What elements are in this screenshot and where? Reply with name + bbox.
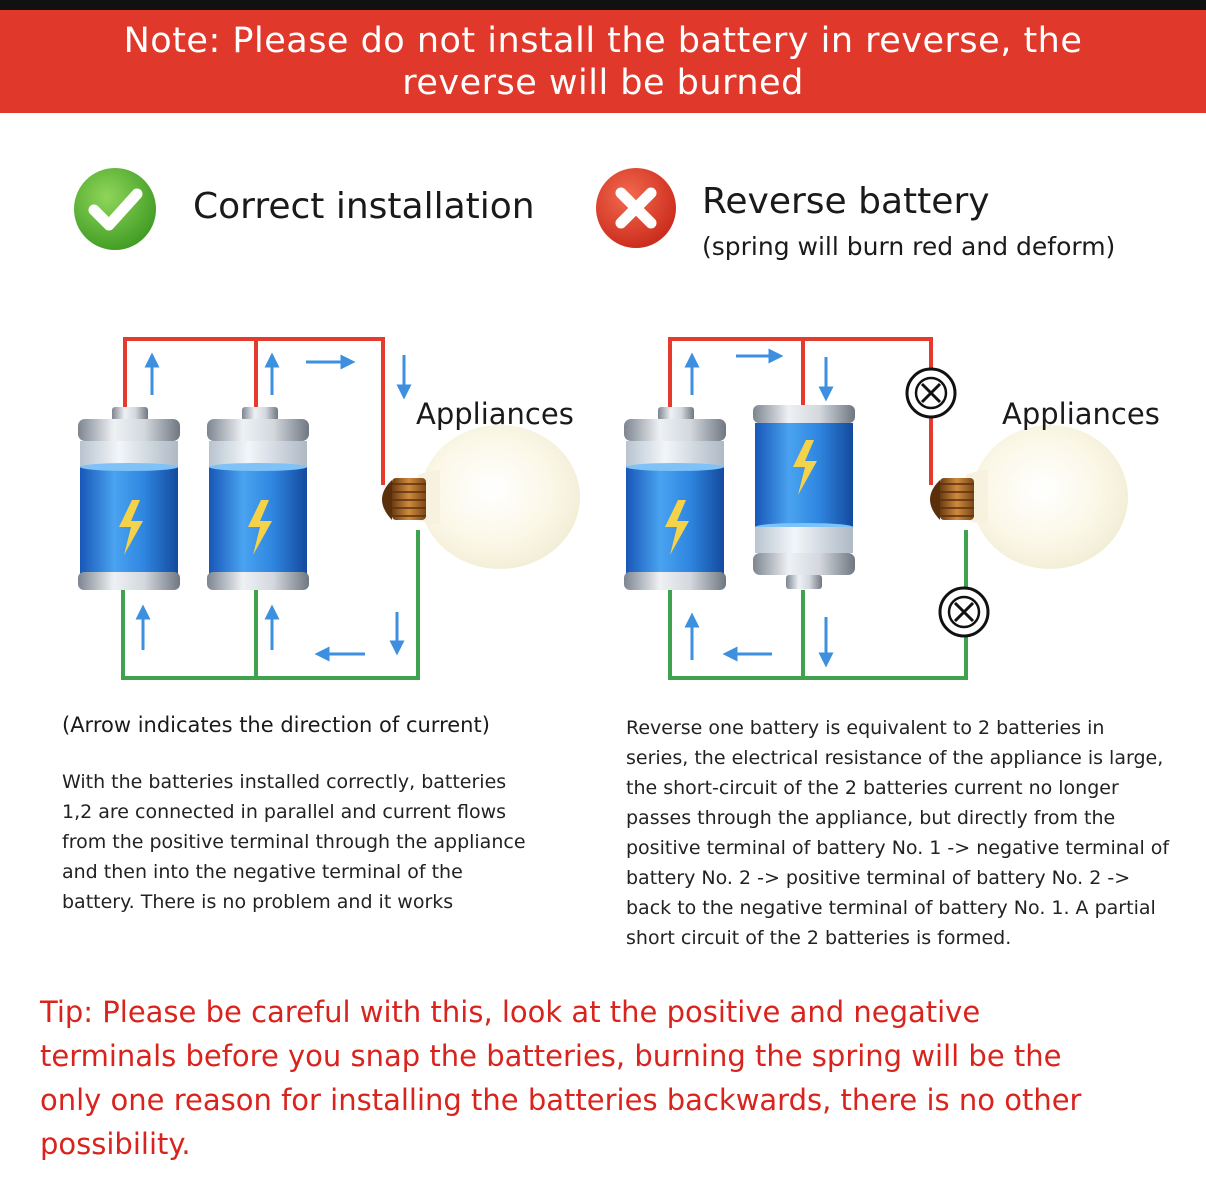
correct-installation-title: Correct installation: [193, 186, 535, 227]
circuit-diagrams: Appliances: [78, 337, 1160, 680]
blocked-current-icon: [938, 586, 990, 638]
cross-icon: [596, 168, 676, 248]
description-line: positive terminal of battery No. 1 -> ne…: [626, 837, 1170, 859]
description-line: and then into the negative terminal of t…: [62, 861, 463, 883]
correct-circuit: Appliances: [78, 337, 580, 680]
reverse-battery-subtitle: (spring will burn red and deform): [702, 232, 1116, 261]
description-line: 1,2 are connected in parallel and curren…: [62, 801, 507, 823]
reverse-circuit: Appliances: [624, 337, 1160, 680]
current-arrows-left: [135, 352, 412, 662]
appliances-label-left: Appliances: [416, 397, 574, 431]
description-line: battery. There is no problem and it work…: [62, 891, 454, 913]
warning-banner: Note: Please do not install the battery …: [0, 10, 1206, 113]
appliances-label-right: Appliances: [1002, 397, 1160, 431]
reverse-battery-title: Reverse battery: [702, 181, 990, 222]
description-line: Reverse one battery is equivalent to 2 b…: [626, 717, 1105, 739]
top-edge-bar: [0, 0, 1206, 10]
battery-2-right-reversed: [753, 405, 855, 589]
blocked-current-icon: [905, 367, 957, 419]
description-line: passes through the appliance, but direct…: [626, 807, 1116, 829]
description-line: short circuit of the 2 batteries is form…: [626, 927, 1012, 949]
check-icon: [74, 168, 156, 250]
battery-1-left: [78, 407, 180, 590]
arrow-caption: (Arrow indicates the direction of curren…: [62, 713, 490, 737]
current-arrows-right: [684, 348, 834, 668]
tip-text: Tip: Please be careful with this, look a…: [40, 990, 1180, 1166]
tip-line: possibility.: [40, 1127, 191, 1161]
battery-1-right: [624, 407, 726, 590]
light-bulb-right: [930, 425, 1128, 569]
banner-line-1: Note: Please do not install the battery …: [123, 20, 1083, 61]
description-line: battery No. 2 -> positive terminal of ba…: [626, 867, 1131, 889]
description-line: the short-circuit of the 2 batteries cur…: [626, 777, 1119, 799]
description-line: from the positive terminal through the a…: [62, 831, 526, 853]
description-line: back to the negative terminal of battery…: [626, 897, 1156, 919]
tip-line: terminals before you snap the batteries,…: [40, 1039, 1062, 1073]
tip-line: Tip: Please be careful with this, look a…: [40, 995, 981, 1029]
description-line: With the batteries installed correctly, …: [62, 771, 507, 793]
light-bulb-left: [382, 425, 580, 569]
banner-line-2: reverse will be burned: [402, 62, 804, 103]
description-line: series, the electrical resistance of the…: [626, 747, 1164, 769]
negative-wire-left: [121, 530, 420, 680]
battery-2-left: [207, 407, 309, 590]
reverse-description: Reverse one battery is equivalent to 2 b…: [626, 713, 1169, 953]
tip-line: only one reason for installing the batte…: [40, 1083, 1082, 1117]
correct-description: With the batteries installed correctly, …: [62, 767, 526, 917]
